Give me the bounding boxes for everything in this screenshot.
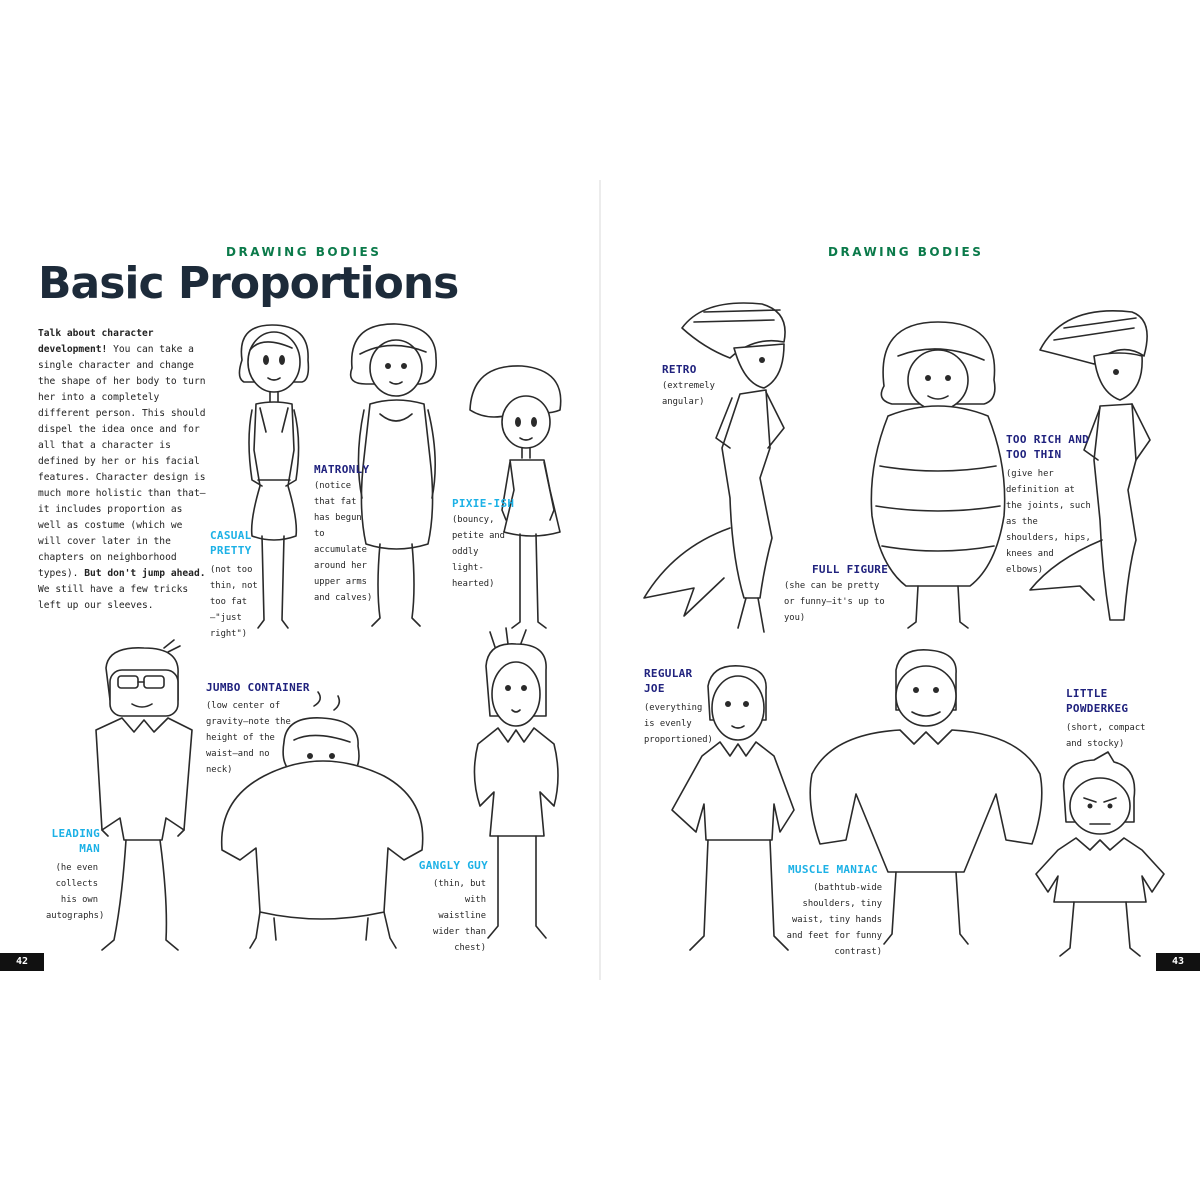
note-little-powderkeg: (short, compact and stocky)	[1066, 723, 1146, 749]
right-section-header: DRAWING BODIES	[828, 245, 984, 259]
page-number-right: 43	[1156, 953, 1200, 971]
book-gutter	[599, 180, 601, 980]
page-title: Basic Proportions	[38, 258, 459, 309]
right-page: DRAWING BODIES	[600, 0, 1200, 1200]
note-gangly-guy: (thin, but with waistline wider than che…	[433, 879, 486, 953]
casual-pretty-figure	[238, 324, 310, 629]
full-figure-figure	[870, 321, 1006, 629]
muscle-maniac-figure	[809, 649, 1043, 945]
note-casual-pretty: (not too thin, not too fat—"just right")	[210, 565, 258, 639]
label-casual-pretty: CASUAL PRETTY	[210, 529, 252, 557]
intro-lead: Talk about character development!	[38, 328, 154, 355]
label-regular-joe: REGULAR JOE	[644, 667, 693, 695]
matronly-figure	[349, 323, 437, 627]
note-jumbo-container: (low center of gravity—note the height o…	[206, 701, 291, 775]
label-little-powderkeg: LITTLE POWDERKEG	[1066, 687, 1129, 715]
note-full-figure: (she can be pretty or funny—it's up to y…	[784, 581, 885, 623]
note-leading-man: (he even collects his own autographs)	[46, 863, 105, 921]
note-retro: (extremely angular)	[662, 381, 715, 407]
label-gangly-guy: GANGLY GUY	[418, 859, 488, 872]
intro-body: You can take a single character and chan…	[38, 344, 206, 579]
left-page: DRAWING BODIES Basic Proportions Talk ab…	[0, 245, 562, 971]
pixie-figure	[469, 365, 562, 629]
note-regular-joe: (everything is evenly proportioned)	[644, 703, 713, 745]
intro-paragraph: Talk about character development! You ca…	[38, 326, 206, 614]
label-muscle-maniac: MUSCLE MANIAC	[788, 863, 878, 876]
intro-emphasis: But don't jump ahead.	[84, 568, 206, 579]
regular-joe-figure	[671, 665, 795, 951]
note-too-rich-too-thin: (give her definition at the joints, such…	[1006, 469, 1091, 575]
label-too-rich-too-thin: TOO RICH AND TOO THIN	[1006, 433, 1090, 461]
note-pixie-ish: (bouncy, petite and oddly light-hearted)	[452, 515, 505, 589]
little-powderkeg-figure	[1035, 751, 1165, 957]
gangly-guy-figure	[473, 627, 559, 939]
label-matronly: MATRONLY	[314, 463, 370, 476]
page-number-left: 42	[0, 953, 44, 971]
label-leading-man: LEADING MAN	[51, 827, 100, 855]
label-full-figure: FULL FIGURE	[812, 563, 889, 576]
intro-tail: We still have a few tricks left up our s…	[38, 584, 189, 611]
jumbo-container-figure	[220, 691, 424, 949]
retro-figure	[643, 302, 786, 633]
label-retro: RETRO	[662, 363, 697, 376]
left-section-header: DRAWING BODIES	[226, 245, 382, 259]
label-pixie-ish: PIXIE-ISH	[452, 497, 515, 510]
label-jumbo-container: JUMBO CONTAINER	[206, 681, 310, 694]
leading-man-figure	[95, 639, 193, 951]
note-muscle-maniac: (bathtub-wide shoulders, tiny waist, tin…	[786, 883, 882, 957]
too-thin-figure	[1029, 310, 1151, 621]
note-matronly: (notice that fat has begun to accumulate…	[314, 481, 373, 603]
